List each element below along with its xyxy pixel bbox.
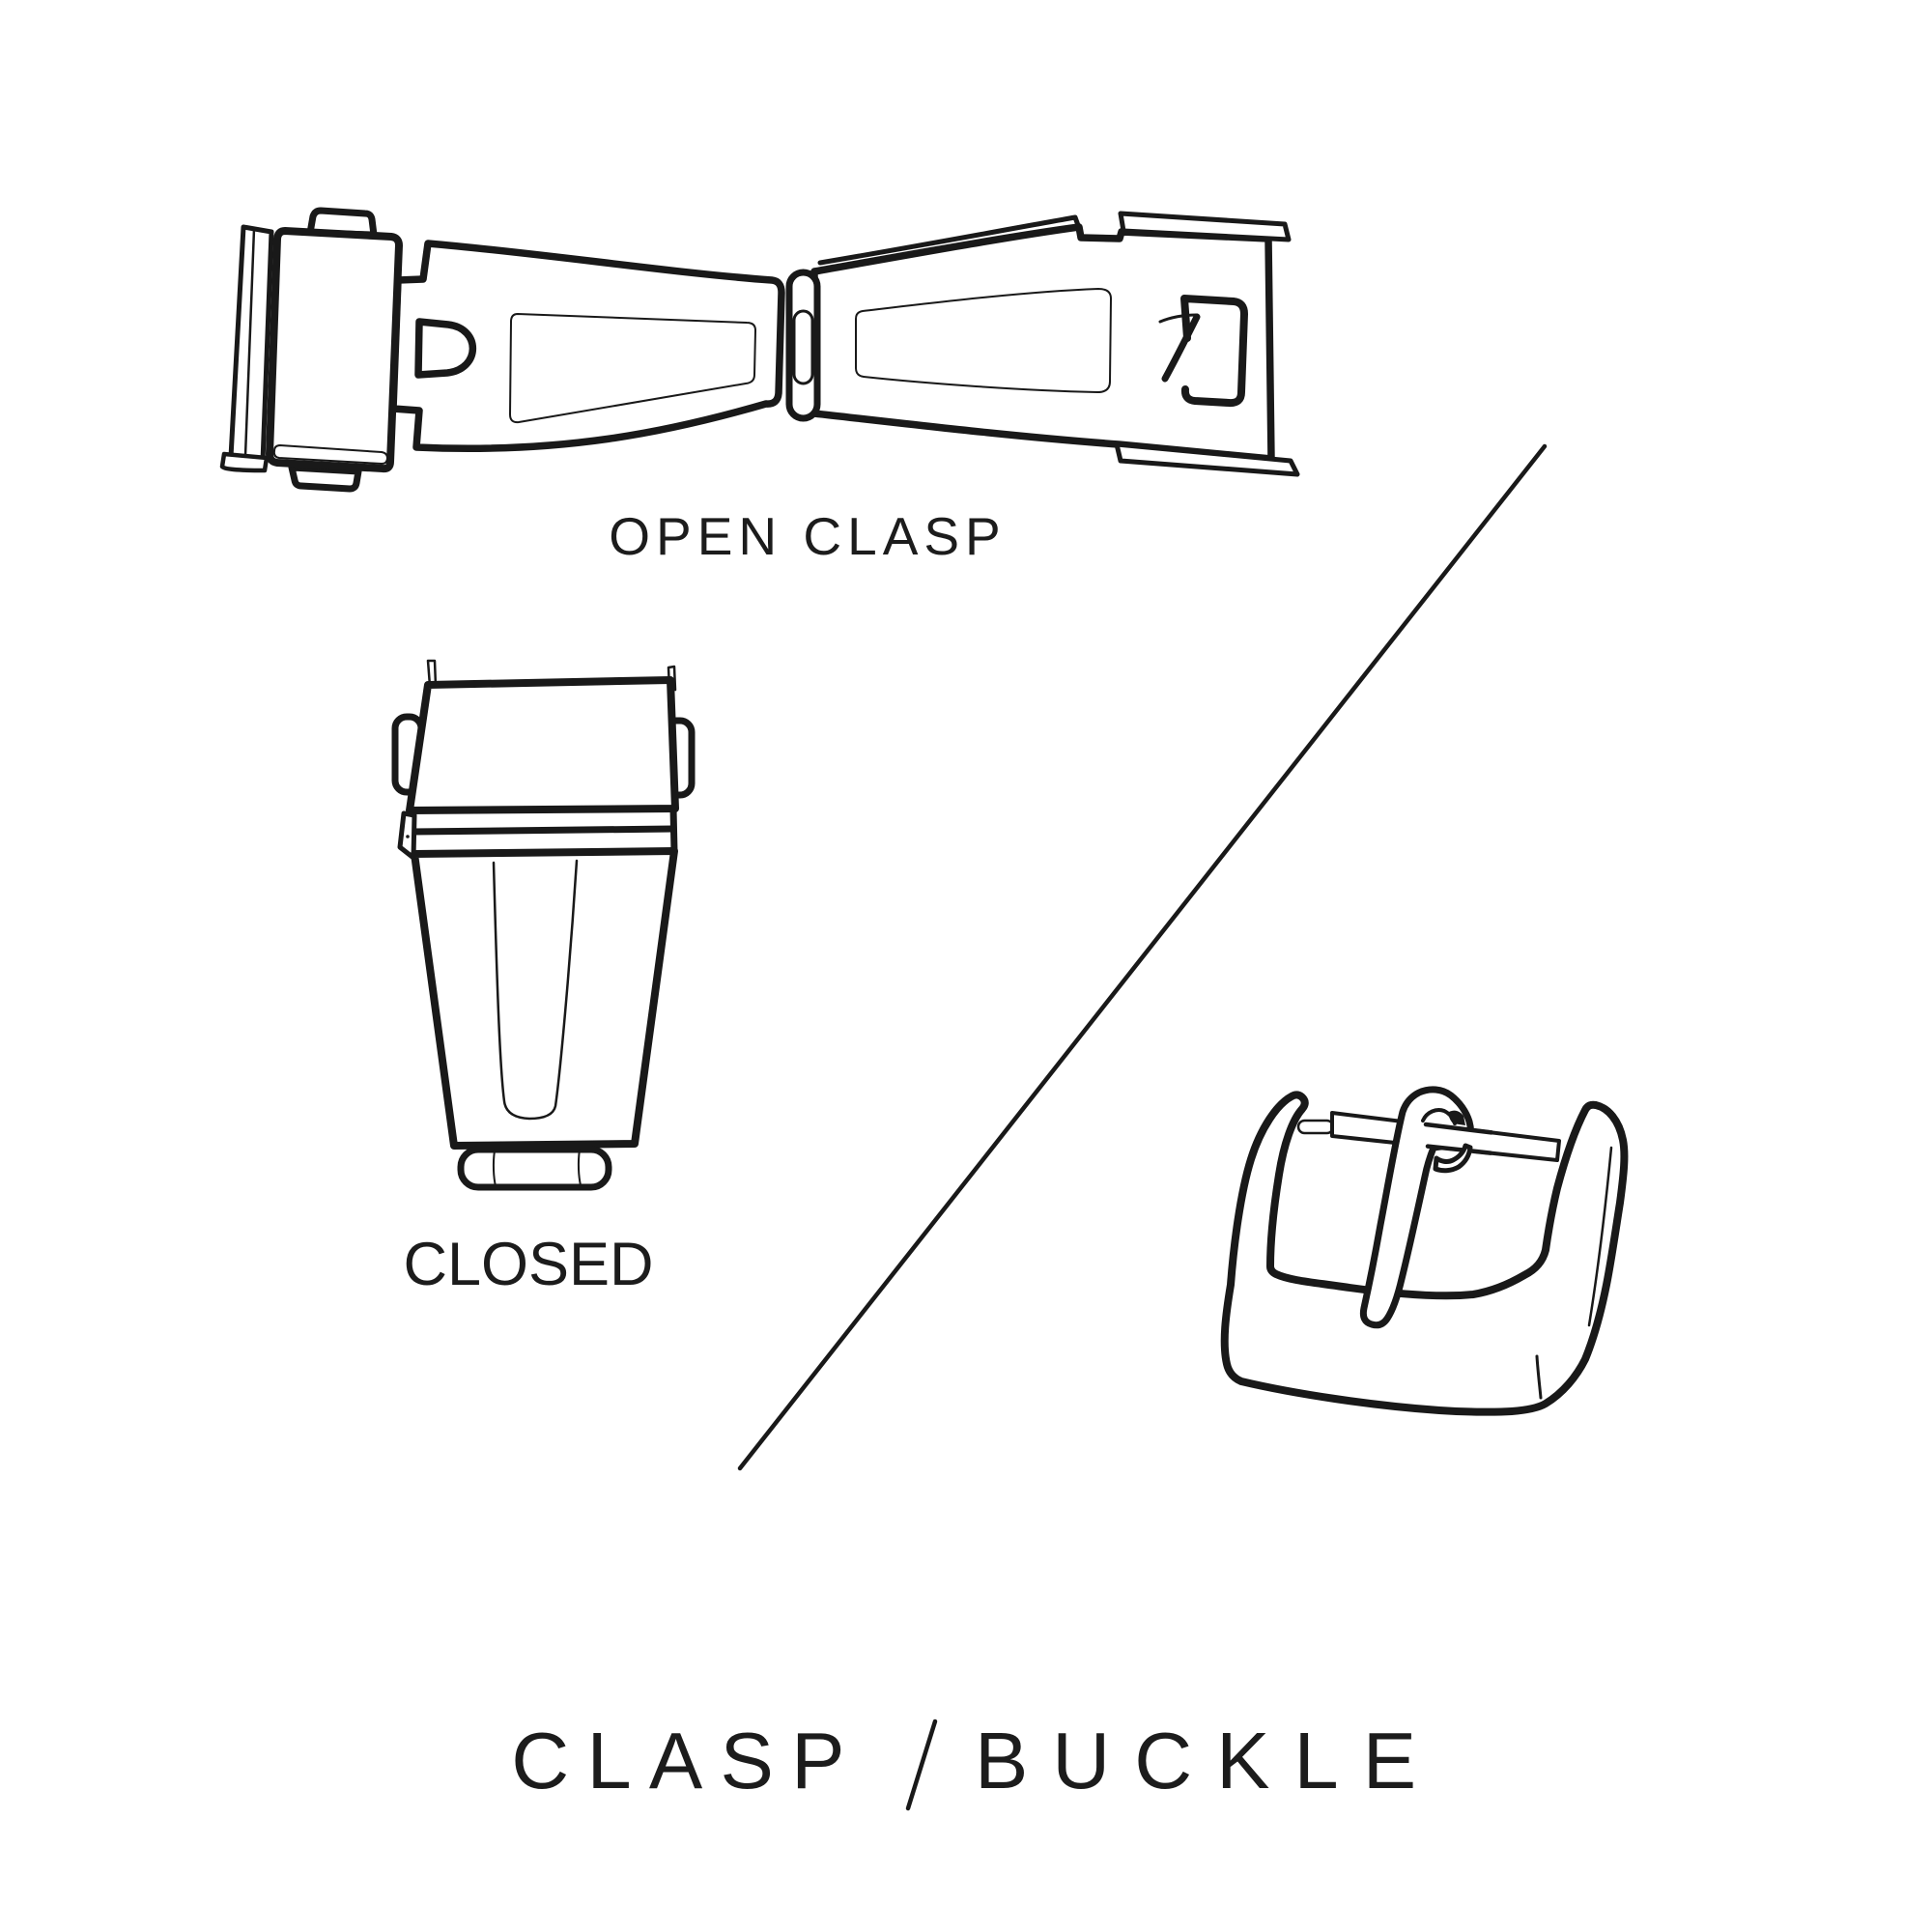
svg-text:CLOSED: CLOSED	[403, 1231, 653, 1298]
svg-text:CLASP: CLASP	[511, 1716, 862, 1805]
svg-text:BUCKLE: BUCKLE	[975, 1716, 1440, 1805]
svg-text:OPEN CLASP: OPEN CLASP	[609, 506, 1007, 566]
